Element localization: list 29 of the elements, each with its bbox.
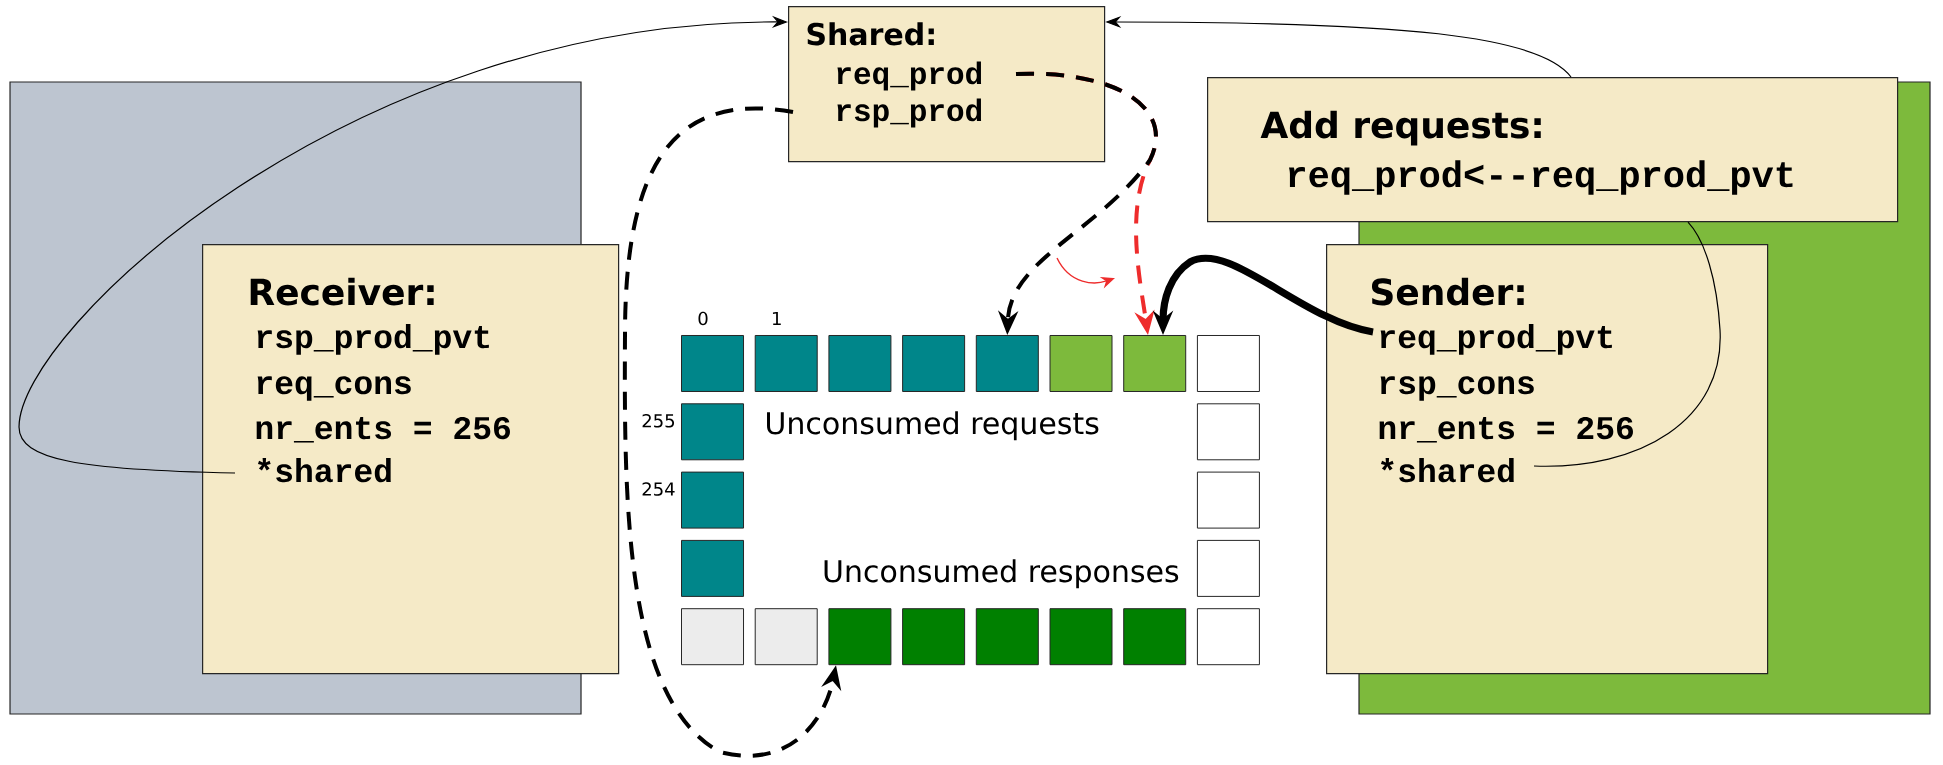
ring-slot bbox=[828, 335, 892, 392]
region-label: Unconsumed responses bbox=[824, 559, 1179, 589]
ring-slot bbox=[1196, 403, 1260, 461]
ring-slot bbox=[1123, 335, 1187, 392]
region-label: Unconsumed requests bbox=[767, 411, 1099, 441]
ring-slot bbox=[1123, 608, 1187, 666]
ring-slot bbox=[681, 608, 744, 666]
index-number: 1 bbox=[772, 311, 781, 325]
code-box: Shared: req_prod rsp_prod bbox=[788, 6, 1106, 163]
code-box: Sender: req_prod_pvt rsp_cons nr_ents = 256 *shared bbox=[1326, 244, 1769, 675]
ring-slot bbox=[902, 608, 966, 666]
index-number: 255 bbox=[642, 413, 675, 428]
ring-slot bbox=[1196, 471, 1260, 529]
code-box: Receiver: rsp_prod_pvt req_cons nr_ents = 256 *shared bbox=[202, 244, 620, 675]
index-number: 0 bbox=[698, 311, 708, 326]
ring-slot bbox=[1196, 335, 1260, 392]
code-box: Add requests: req_prod<--req_prod_pvt bbox=[1207, 77, 1899, 223]
ring-slot bbox=[1049, 335, 1113, 392]
ring-slot bbox=[902, 335, 966, 392]
ring-slot bbox=[828, 608, 892, 666]
ring-slot bbox=[1196, 539, 1260, 597]
connector-line bbox=[1533, 221, 1721, 467]
ring-slot bbox=[681, 539, 744, 597]
ring-slot bbox=[975, 335, 1039, 392]
ring-slot bbox=[1049, 608, 1113, 666]
ring-slot bbox=[1196, 608, 1260, 666]
ring-slot bbox=[754, 608, 818, 666]
index-number: 254 bbox=[642, 482, 675, 496]
ring-slot bbox=[975, 608, 1039, 666]
